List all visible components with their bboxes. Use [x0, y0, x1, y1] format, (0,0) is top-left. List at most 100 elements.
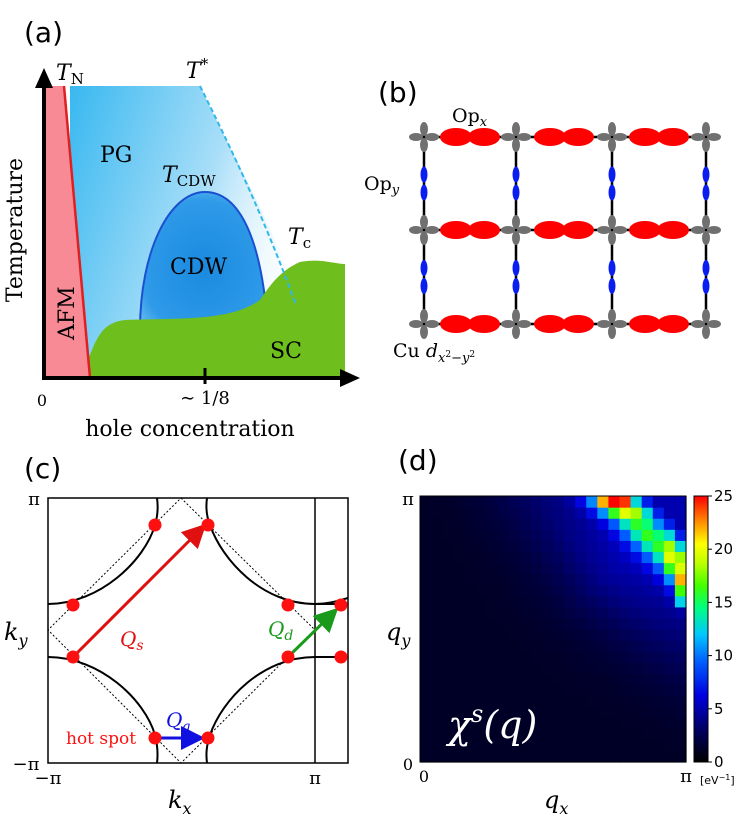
cdw-dome: [138, 190, 270, 331]
heatmap-cell: [663, 573, 676, 586]
heatmap-cell: [541, 496, 554, 508]
heatmap-cell: [575, 617, 587, 630]
heatmap-cell: [497, 662, 510, 674]
op-y-orbital: [420, 184, 428, 201]
chi-label: χs(q): [445, 700, 537, 747]
magnetic-zone-boundary: [47, 497, 316, 764]
heatmap-cell: [453, 496, 465, 508]
heatmap-cell: [497, 518, 510, 530]
heatmap-cell: [442, 629, 454, 641]
heatmap-cell: [519, 717, 532, 730]
heatmap-cell: [431, 728, 443, 741]
heatmap-cell: [630, 695, 643, 708]
op-x-orbital: [657, 128, 689, 146]
heatmap-cell: [564, 595, 576, 608]
colorbar-tick-label: 25: [714, 487, 733, 505]
heatmap-cell: [652, 518, 665, 530]
heatmap-cell: [497, 673, 510, 686]
op-y-orbital: [512, 278, 520, 294]
heatmap-cell: [464, 529, 477, 541]
heatmap-cell: [586, 651, 598, 663]
heatmap-cell: [674, 629, 687, 641]
heatmap-cell: [586, 584, 598, 597]
heatmap-cell: [442, 750, 454, 763]
heatmap-cell: [541, 739, 554, 752]
heatmap-cell: [508, 518, 521, 530]
heatmap-cell: [608, 684, 621, 697]
heatmap-cell: [464, 496, 477, 508]
heatmap-cell: [475, 750, 488, 763]
heatmap-cell: [420, 606, 432, 619]
heatmap-cell: [564, 750, 576, 763]
heatmap-cell: [475, 584, 488, 597]
heatmap-cell: [641, 662, 654, 674]
heatmap-cell: [497, 695, 510, 708]
cu-d-orbital: [702, 309, 710, 323]
heatmap-cell: [608, 584, 621, 597]
panel-c: (c) Qs: [4, 452, 349, 818]
heatmap-cell: [464, 540, 477, 553]
cu-d-orbital: [420, 325, 428, 339]
heatmap-cell: [630, 662, 643, 674]
cu-d-orbital: [512, 231, 520, 245]
heatmap-cell: [519, 529, 532, 541]
heatmap-cell: [619, 706, 632, 719]
heatmap-cell: [663, 540, 676, 553]
heatmap-cell: [541, 728, 554, 741]
c-y-axis-label: ky: [4, 618, 29, 650]
op-x-orbital: [657, 315, 689, 333]
heatmap-cell: [619, 529, 632, 541]
heatmap-cell: [508, 750, 521, 763]
heatmap-cell: [641, 507, 654, 519]
heatmap-cell: [597, 540, 610, 553]
cu-d-orbital: [707, 226, 721, 234]
heatmap-cell: [564, 695, 576, 708]
heatmap-cell: [597, 717, 610, 730]
heatmap-cell: [641, 595, 654, 608]
heatmap-cell: [519, 518, 532, 530]
heatmap-cell: [663, 739, 676, 752]
heatmap-cell: [564, 662, 576, 674]
hot-spot: [66, 650, 80, 664]
tstar-label: T*: [186, 55, 209, 84]
heatmap-cell: [475, 684, 488, 697]
heatmap-cell: [453, 562, 465, 575]
heatmap-cell: [420, 629, 432, 641]
heatmap-cell: [630, 629, 643, 641]
heatmap-cell: [431, 606, 443, 619]
heatmap-cell: [630, 684, 643, 697]
heatmap-cell: [630, 651, 643, 663]
heatmap-cell: [586, 507, 598, 519]
heatmap-cell: [553, 540, 565, 553]
heatmap-cell: [553, 739, 565, 752]
heatmap-cell: [453, 584, 465, 597]
heatmap-cell: [674, 706, 687, 719]
heatmap-cell: [519, 706, 532, 719]
heatmap-cell: [652, 606, 665, 619]
heatmap-cell: [431, 584, 443, 597]
heatmap-cell: [608, 629, 621, 641]
heatmap-cell: [674, 518, 687, 530]
heatmap-cell: [619, 629, 632, 641]
heatmap-cell: [564, 496, 576, 508]
heatmap-cell: [541, 584, 554, 597]
heatmap-cell: [630, 573, 643, 586]
c-y-top: π: [28, 489, 40, 510]
heatmap-cell: [641, 617, 654, 630]
heatmap-cell: [541, 573, 554, 586]
heatmap-cell: [674, 728, 687, 741]
heatmap-cell: [464, 739, 477, 752]
heatmap-cell: [630, 640, 643, 652]
heatmap-cell: [630, 717, 643, 730]
heatmap-cell: [608, 529, 621, 541]
heatmap-cell: [641, 606, 654, 619]
heatmap-cell: [630, 617, 643, 630]
cu-d-orbital: [691, 133, 705, 141]
heatmap-cell: [530, 640, 543, 652]
heatmap-cell: [497, 606, 510, 619]
heatmap-cell: [619, 573, 632, 586]
heatmap-cell: [475, 540, 488, 553]
heatmap-cell: [541, 562, 554, 575]
heatmap-cell: [619, 695, 632, 708]
